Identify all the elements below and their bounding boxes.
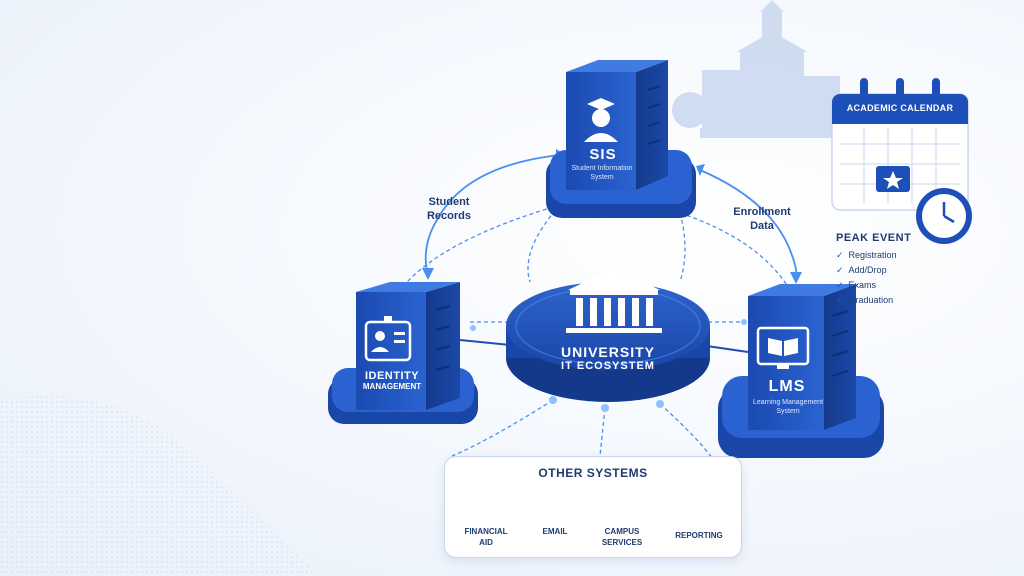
email-label[interactable]: EMAIL xyxy=(526,526,584,537)
university-hub[interactable] xyxy=(506,244,710,402)
student-records-line1: Student xyxy=(428,196,470,208)
peak-event-item-label: Graduation xyxy=(848,295,894,305)
sis-subtitle-line2: System xyxy=(590,174,614,181)
hub-title: UNIVERSITY IT ECOSYSTEM xyxy=(530,344,686,372)
monitor-book-icon xyxy=(756,326,810,369)
identity-server[interactable] xyxy=(328,282,478,424)
lms-subtitle-line1: Learning Management xyxy=(752,399,824,406)
financial-aid-line2: AID xyxy=(479,538,493,547)
enrollment-data-line2: Data xyxy=(750,220,774,232)
reporting-label[interactable]: REPORTING xyxy=(664,530,734,541)
campus-services-line1: CAMPUS xyxy=(604,527,640,536)
sis-title: SIS xyxy=(589,146,617,163)
lms-title: LMS xyxy=(768,378,806,395)
check-icon: ✓ xyxy=(836,250,844,260)
flow-arrows xyxy=(422,149,802,284)
sis-subtitle: Student Information System xyxy=(566,164,638,182)
campus-services-label[interactable]: CAMPUS SERVICES xyxy=(590,526,654,548)
peak-event-title: PEAK EVENT xyxy=(836,232,912,244)
enrollment-data-label: Enrollment Data xyxy=(722,205,802,233)
hub-title-line2: IT ECOSYSTEM xyxy=(561,360,655,372)
student-records-line2: Records xyxy=(426,210,472,222)
other-systems-panel: OTHER SYSTEMS xyxy=(444,456,742,558)
financial-aid-line1: FINANCIAL xyxy=(464,527,508,536)
hub-title-line1: UNIVERSITY xyxy=(560,344,655,360)
dotted-wave-decoration xyxy=(0,396,320,576)
peak-event-item-label: Add/Drop xyxy=(848,265,887,275)
identity-title-line2: MANAGEMENT xyxy=(362,382,422,391)
enrollment-data-line1: Enrollment xyxy=(733,206,791,218)
identity-title-line1: IDENTITY xyxy=(364,370,420,382)
lms-server[interactable] xyxy=(718,284,884,458)
identity-title: IDENTITY MANAGEMENT xyxy=(356,370,428,391)
lms-subtitle: Learning Management System xyxy=(748,398,828,416)
peak-event-item-label: Exams xyxy=(848,280,877,290)
clock-icon xyxy=(916,188,972,244)
check-icon: ✓ xyxy=(836,295,844,305)
student-records-label: Student Records xyxy=(414,195,484,223)
academic-calendar-illustration xyxy=(831,78,972,244)
email-line1: EMAIL xyxy=(542,527,568,536)
campus-services-line2: SERVICES xyxy=(601,538,643,547)
academic-calendar-title: ACADEMIC CALENDAR xyxy=(846,103,954,113)
dashed-connections xyxy=(399,204,791,463)
lms-subtitle-line2: System xyxy=(776,408,800,415)
peak-event-panel: PEAK EVENT ✓ Registration ✓ Add/Drop ✓ Exam… xyxy=(836,232,911,308)
sis-server[interactable] xyxy=(546,60,696,218)
peak-event-item: ✓ Registration xyxy=(836,248,911,263)
graduate-icon xyxy=(584,98,618,142)
other-systems-title: OTHER SYSTEMS xyxy=(538,466,648,480)
check-icon: ✓ xyxy=(836,280,844,290)
peak-event-item: ✓ Add/Drop xyxy=(836,263,911,278)
peak-event-item-label: Registration xyxy=(848,250,897,260)
university-building-icon xyxy=(566,244,662,333)
sis-subtitle-line1: Student Information xyxy=(571,165,633,172)
peak-event-item: ✓ Graduation xyxy=(836,293,911,308)
peak-event-item: ✓ Exams xyxy=(836,278,911,293)
reporting-line1: REPORTING xyxy=(675,531,723,540)
id-badge-icon xyxy=(364,316,412,362)
financial-aid-label[interactable]: FINANCIAL AID xyxy=(456,526,516,548)
check-icon: ✓ xyxy=(836,265,844,275)
